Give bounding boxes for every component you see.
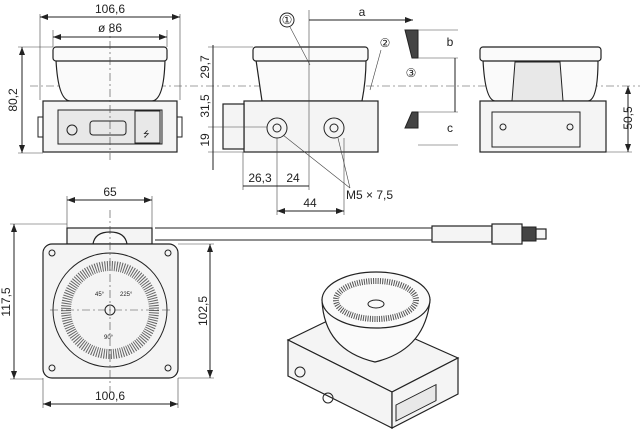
dim-diameter: ø 86: [98, 21, 122, 35]
angle-left: 45°: [95, 292, 105, 298]
dim-h3: 19: [198, 133, 212, 147]
isometric-view: [286, 271, 460, 429]
clearance-profile: ③ b c: [404, 29, 458, 146]
callout-2: ②: [380, 36, 391, 50]
rear-view: 50,5: [479, 46, 635, 153]
angle-right: 225°: [120, 292, 133, 298]
dim-c: c: [447, 121, 453, 135]
dim-h1: 29,7: [198, 55, 212, 79]
dim-b: b: [447, 35, 454, 49]
dim-d2: 24: [286, 171, 300, 185]
usb-icon: ⭍: [143, 130, 150, 139]
connector-plug: [431, 223, 547, 245]
angle-bottom: 90°: [104, 335, 114, 341]
dim-width-top: 65: [103, 185, 117, 199]
dim-width-bottom: 100,6: [95, 389, 125, 403]
side-view: 29,7 31,5 19 26,3 24 44 M5 × 7,5 ① ② a: [198, 5, 413, 215]
dim-height-front: 80,2: [6, 88, 20, 112]
dim-d3: 44: [303, 196, 317, 210]
dim-d1: 26,3: [248, 171, 272, 185]
dim-a: a: [359, 5, 366, 19]
dim-width-front: 106,6: [95, 2, 125, 16]
front-view: ⭍ 106,6 ø 86 80,2: [6, 2, 183, 160]
callout-3: ③: [406, 66, 417, 80]
dim-height-total: 117,5: [0, 287, 13, 316]
callout-1: ①: [282, 13, 293, 27]
dim-height-body: 102,5: [196, 296, 210, 326]
dim-height-rear: 50,5: [621, 106, 635, 130]
top-view: 45° 225° 90° 65 117,5 102,5 100,6: [0, 185, 547, 408]
dim-h2: 31,5: [198, 94, 212, 118]
thread-label: M5 × 7,5: [346, 188, 393, 202]
